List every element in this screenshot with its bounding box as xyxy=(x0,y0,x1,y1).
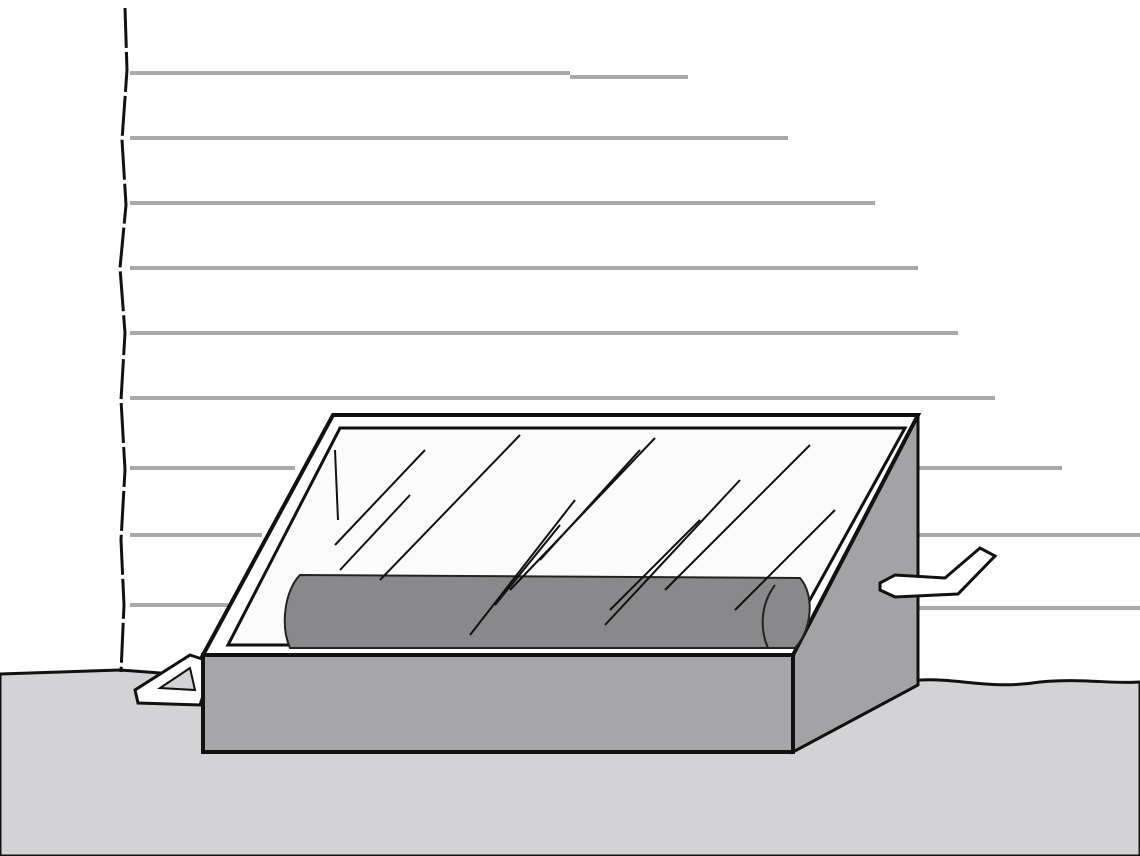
tank-end xyxy=(761,584,776,649)
glass-reflections xyxy=(334,434,836,636)
box-front-face xyxy=(201,653,795,754)
outlet-pipe xyxy=(878,546,998,599)
inlet-pipe-inner xyxy=(156,666,197,692)
wall-edge xyxy=(118,7,129,673)
water-tank xyxy=(283,573,811,649)
wall-siding xyxy=(130,71,1140,610)
